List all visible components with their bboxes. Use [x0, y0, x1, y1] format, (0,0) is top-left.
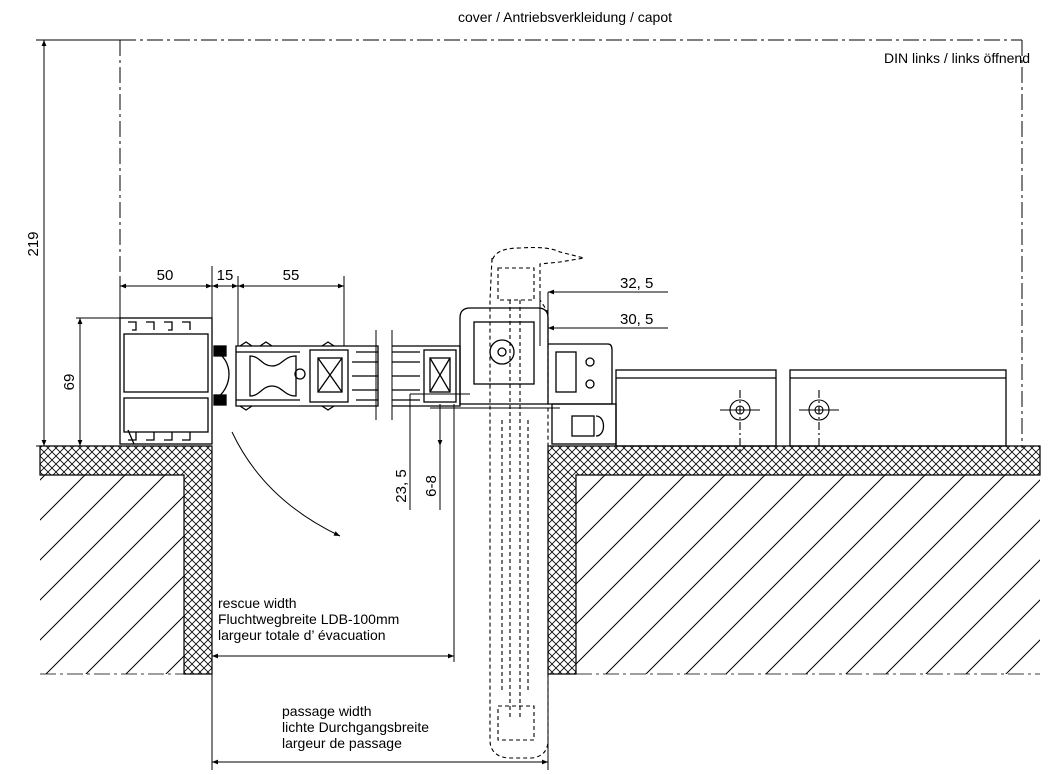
dim-offsets-bottom — [409, 393, 560, 510]
dim-offsets-right — [539, 289, 668, 346]
track-rail — [615, 369, 1007, 447]
dim-offset-a-label: 32, 5 — [620, 275, 653, 292]
passage-width-line1: passage width — [282, 703, 372, 719]
rescue-width-line2: Fluchtwegbreite LDB-100mm — [218, 611, 399, 627]
title-label: cover / Antriebsverkleidung / capot — [458, 9, 672, 25]
dim-overall-height-label: 219 — [25, 231, 42, 256]
dim-sash-width-label: 55 — [283, 267, 300, 284]
sash-profile — [235, 341, 379, 411]
rescue-width-line1: rescue width — [218, 595, 297, 611]
sash-profile-right — [392, 345, 461, 407]
fixing-point-2 — [799, 390, 839, 452]
dim-offset-c-label: 23, 5 — [393, 469, 410, 502]
dim-rescue-width — [211, 404, 455, 770]
dim-top-chain — [119, 266, 345, 346]
fixing-point-1 — [720, 390, 760, 452]
dim-gap-label: 15 — [217, 267, 234, 284]
passage-width-line2: lichte Durchgangsbreite — [282, 719, 429, 735]
frame-profile — [119, 317, 213, 445]
wall-left — [39, 445, 213, 675]
dim-passage-width — [212, 674, 549, 770]
break-lines — [375, 330, 393, 420]
cover-outline — [119, 39, 1023, 448]
rescue-width-line3: largeur totale d’ évacuation — [218, 627, 386, 643]
din-label: DIN links / links öffnend — [884, 50, 1030, 66]
dim-frame-width-label: 50 — [157, 267, 174, 284]
dim-overall-height — [36, 39, 120, 447]
passage-width-line3: largeur de passage — [282, 735, 402, 751]
dim-offset-d-label: 6-8 — [423, 475, 440, 497]
wall-right — [547, 445, 1041, 675]
swing-arrow — [231, 431, 341, 537]
dim-offset-b-label: 30, 5 — [620, 311, 653, 328]
dim-profile-height — [76, 317, 120, 446]
dim-profile-height-label: 69 — [61, 374, 78, 391]
gasket — [213, 345, 230, 406]
